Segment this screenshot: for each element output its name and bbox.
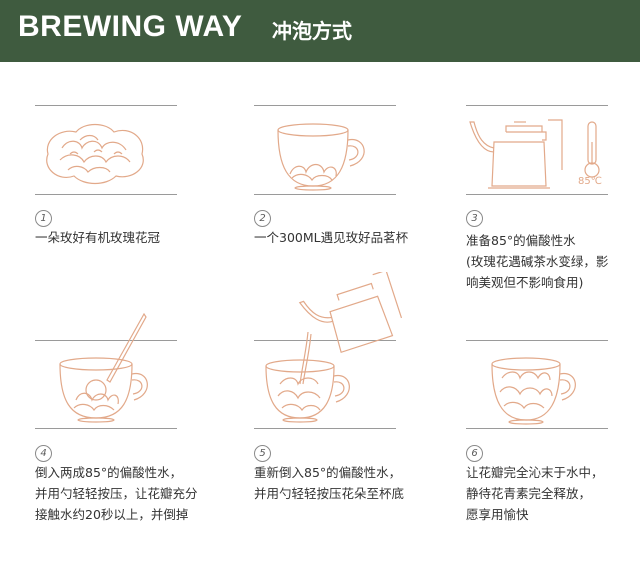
divider xyxy=(254,428,396,429)
steeped-tea-cup-icon xyxy=(486,352,586,426)
step-6-text: 让花瓣完全沁末于水中， 静待花青素完全释放， 愿享用愉快 xyxy=(466,462,604,525)
title-english: BREWING WAY xyxy=(18,10,242,44)
divider xyxy=(466,428,608,429)
header-banner: BREWING WAY 冲泡方式 xyxy=(0,0,640,62)
thermometer-label: 85℃ xyxy=(578,176,602,187)
divider xyxy=(466,340,608,341)
step-2-line-1: 一个300ML遇见玫好品茗杯 xyxy=(254,227,408,248)
divider xyxy=(35,105,177,106)
divider xyxy=(35,428,177,429)
step-5-line-2: 并用勺轻轻按压花朵至杯底 xyxy=(254,483,404,504)
step-number-4: 4 xyxy=(35,445,52,462)
step-3-line-2: (玫瑰花遇碱茶水变绿，影 xyxy=(466,251,608,272)
step-1-text: 一朵玫好有机玫瑰花冠 xyxy=(35,227,160,248)
title-chinese: 冲泡方式 xyxy=(272,15,352,44)
divider xyxy=(466,105,608,106)
pouring-kettle-cup-icon xyxy=(258,272,418,424)
step-6-line-3: 愿享用愉快 xyxy=(466,504,604,525)
rose-bud-icon xyxy=(40,118,150,190)
step-3-line-1: 准备85°的偏酸性水 xyxy=(466,230,608,251)
step-6-line-2: 静待花青素完全释放， xyxy=(466,483,604,504)
cup-with-spoon-icon xyxy=(48,312,158,424)
step-number-3: 3 xyxy=(466,210,483,227)
step-2-text: 一个300ML遇见玫好品茗杯 xyxy=(254,227,408,248)
step-5-line-1: 重新倒入85°的偏酸性水， xyxy=(254,462,404,483)
divider xyxy=(466,194,608,195)
step-3-line-3: 响美观但不影响食用) xyxy=(466,272,608,293)
step-4-text: 倒入两成85°的偏酸性水， 并用勺轻轻按压，让花瓣充分 接触水约20秒以上，并倒… xyxy=(35,462,198,525)
step-3-text: 准备85°的偏酸性水 (玫瑰花遇碱茶水变绿，影 响美观但不影响食用) xyxy=(466,230,608,293)
step-1-line-1: 一朵玫好有机玫瑰花冠 xyxy=(35,227,160,248)
step-5-text: 重新倒入85°的偏酸性水， 并用勺轻轻按压花朵至杯底 xyxy=(254,462,404,504)
tea-cup-icon xyxy=(268,116,378,192)
step-4-line-3: 接触水约20秒以上，并倒掉 xyxy=(35,504,198,525)
step-number-5: 5 xyxy=(254,445,271,462)
divider xyxy=(35,194,177,195)
step-number-1: 1 xyxy=(35,210,52,227)
step-4-line-1: 倒入两成85°的偏酸性水， xyxy=(35,462,198,483)
step-6-line-1: 让花瓣完全沁末于水中， xyxy=(466,462,604,483)
divider xyxy=(254,194,396,195)
divider xyxy=(254,105,396,106)
step-4-line-2: 并用勺轻轻按压，让花瓣充分 xyxy=(35,483,198,504)
step-number-2: 2 xyxy=(254,210,271,227)
step-number-6: 6 xyxy=(466,445,483,462)
